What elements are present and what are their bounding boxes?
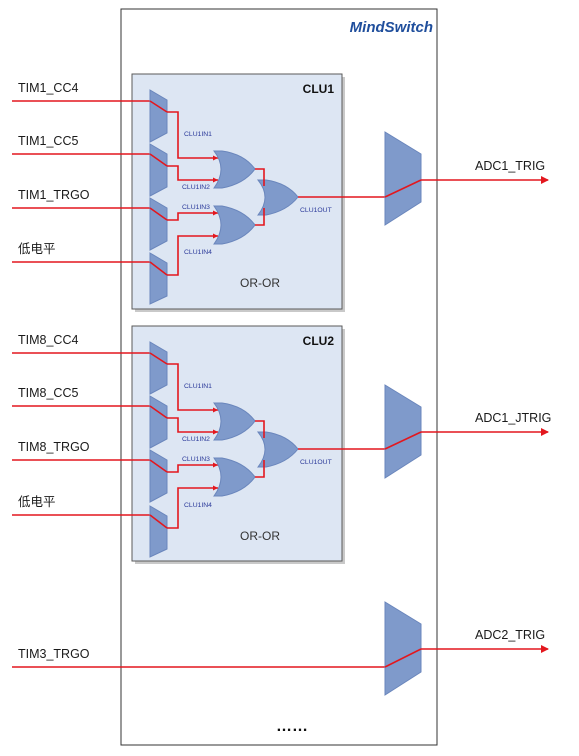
input-label-tim1-cc5: TIM1_CC5: [18, 134, 78, 148]
clu2-title: CLU2: [303, 334, 335, 348]
adc1-trig-label: ADC1_TRIG: [475, 159, 545, 173]
clu1-out-label: CLU1OUT: [300, 207, 332, 214]
clu2-mode-label: OR-OR: [240, 529, 280, 543]
input-label-tim8-trgo: TIM8_TRGO: [18, 440, 90, 454]
more-ellipsis: ……: [276, 718, 308, 735]
clu1-in1-label: CLU1IN1: [184, 131, 212, 138]
adc2-trig-mux: [384, 601, 422, 696]
clu2-or-gate-1: [212, 402, 256, 441]
adc1-trig-mux: [384, 131, 422, 226]
brand-label: MindSwitch: [350, 19, 433, 36]
clu2-in4-label: CLU1IN4: [184, 502, 212, 509]
clu1-in4-label: CLU1IN4: [184, 249, 212, 256]
clu1-or-gate-1: [212, 150, 256, 189]
input-label-tim8-cc4: TIM8_CC4: [18, 333, 78, 347]
clu2-block: CLU2 OR-OR CLU1IN1 CLU1IN2 CLU1IN3 CLU1I…: [12, 325, 392, 564]
input-label-low-level-2: 低电平: [18, 494, 56, 509]
input-label-tim3-trgo: TIM3_TRGO: [18, 647, 90, 661]
clu1-in2-label: CLU1IN2: [182, 184, 210, 191]
clu2-out-label: CLU1OUT: [300, 459, 332, 466]
adc1-jtrig-mux: [384, 384, 422, 479]
clu1-mode-label: OR-OR: [240, 276, 280, 290]
input-label-tim1-cc4: TIM1_CC4: [18, 81, 78, 95]
clu1-in3-label: CLU1IN3: [182, 204, 210, 211]
clu1-or-gate-3: [256, 179, 299, 216]
clu1-title: CLU1: [303, 82, 335, 96]
clu2-in2-label: CLU1IN2: [182, 436, 210, 443]
clu1-block: CLU1 OR-OR CLU1IN1 CLU1IN2 CLU1IN3 CLU1I…: [12, 73, 392, 312]
input-label-low-level-1: 低电平: [18, 241, 56, 256]
input-label-tim1-trgo: TIM1_TRGO: [18, 188, 90, 202]
adc2-trig-label: ADC2_TRIG: [475, 628, 545, 642]
clu2-in1-label: CLU1IN1: [184, 383, 212, 390]
clu2-or-gate-2: [213, 457, 256, 497]
clu2-in3-label: CLU1IN3: [182, 456, 210, 463]
input-label-tim8-cc5: TIM8_CC5: [18, 386, 78, 400]
clu1-or-gate-2: [213, 205, 256, 245]
adc1-jtrig-label: ADC1_JTRIG: [475, 411, 551, 425]
clu2-or-gate-3: [256, 431, 299, 468]
